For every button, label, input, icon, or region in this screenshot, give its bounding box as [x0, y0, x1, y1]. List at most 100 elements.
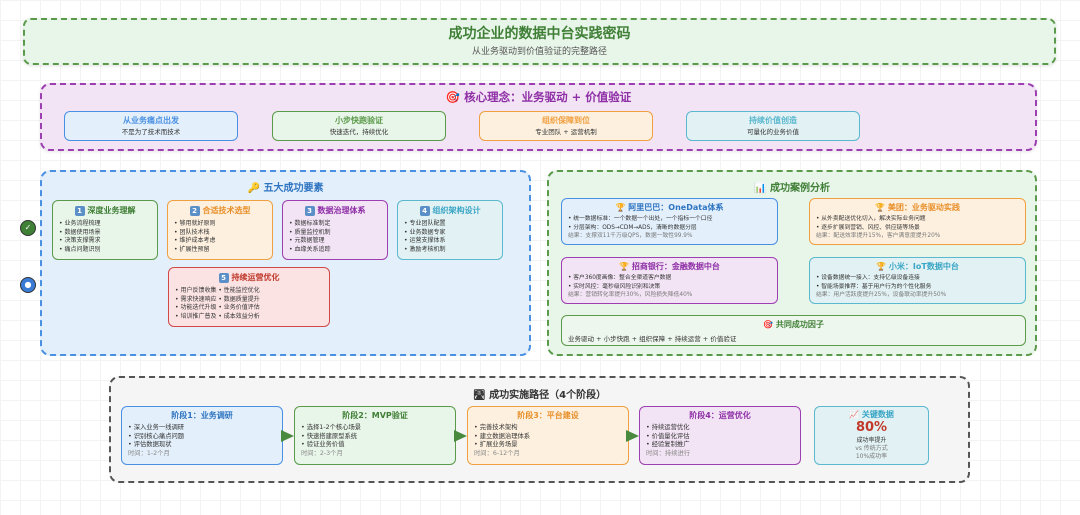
- factor-point: • 元数据管理: [289, 237, 325, 244]
- factor-point: • 需求快速响应 • 数据质量提升: [175, 295, 260, 303]
- arrow-right-icon: [454, 430, 467, 442]
- case-point: • 分层架构：ODS→CDM→ADS，清晰的数据分层: [568, 224, 697, 231]
- number-badge: 5: [218, 273, 229, 283]
- stage-point: • 扩展业务场景: [474, 441, 518, 448]
- case-analysis-title: 📊 成功案例分析: [754, 183, 830, 194]
- target-icon: 🎯: [763, 320, 774, 329]
- number-badge: 3: [304, 206, 315, 216]
- stage-point: • 经验复制推广: [646, 441, 690, 448]
- stage-point: • 识别核心痛点问题: [128, 432, 185, 440]
- trophy-icon: 🏆: [876, 262, 887, 271]
- factor-point: • 够用就好原则: [174, 220, 216, 227]
- stage-title: 阶段1：业务调研: [171, 411, 233, 420]
- key-data-compare: vs 传统方式: [855, 445, 888, 452]
- stage-card: 阶段2：MVP验证 • 选择1-2个核心场景 • 快速搭建原型系统 • 验证业务…: [294, 406, 456, 465]
- core-card: 持续价值创造 可量化的业务价值: [686, 111, 860, 141]
- key-data-label: 成功率提升: [856, 437, 887, 444]
- check-icon: ✓: [20, 220, 36, 236]
- stage-point: • 选择1-2个核心场景: [301, 424, 362, 431]
- arrow-right-icon: [626, 430, 639, 442]
- core-card-title: 从业务痛点出发: [123, 116, 179, 125]
- case-title: 🏆 小米：IoT数据中台: [876, 262, 959, 271]
- trophy-icon: 🏆: [619, 262, 630, 271]
- factor-point: • 扩展性预留: [174, 245, 210, 253]
- case-card: 🏆 招商银行：金融数据中台 • 客户360度画像：整合全渠道客户数据 • 实时风…: [561, 257, 778, 304]
- trophy-icon: 🏆: [615, 203, 626, 212]
- case-point: • 智能场景推荐：基于用户行为的个性化服务: [816, 283, 932, 290]
- case-result: 结果：用户活跃度提升25%，设备联动率提升50%: [816, 292, 947, 298]
- case-card: 🏆 阿里巴巴：OneData体系 • 统一数据标准：一个数据一个出处，一个指标一…: [561, 198, 778, 245]
- case-title: 🏆 美团：业务驱动实践: [875, 203, 960, 212]
- stage-title: 阶段4：运营优化: [689, 411, 751, 420]
- success-factors-title: 🔑 五大成功要素: [247, 183, 324, 194]
- core-card-title: 小步快跑验证: [335, 116, 383, 125]
- key-data-value: 80%: [855, 420, 888, 435]
- factor-point: • 团队技术栈: [174, 228, 210, 236]
- stage-time: 时间：6-12个月: [474, 449, 520, 457]
- stage-card: 阶段4：运营优化 • 持续运营优化 • 价值量化评估 • 经验复制推广 时间：持…: [639, 406, 801, 465]
- core-card: 小步快跑验证 快速迭代，持续优化: [272, 111, 446, 141]
- stage-point: • 评估数据现状: [128, 441, 172, 448]
- target-icon: 🎯: [445, 90, 461, 104]
- page-subtitle: 从业务驱动到价值验证的完整路径: [471, 47, 607, 57]
- stage-time: 时间：1-2个月: [128, 449, 170, 457]
- factor-point: • 功能迭代升级 • 业务价值评估: [175, 304, 260, 311]
- core-card-desc: 不是为了技术而技术: [121, 128, 181, 136]
- case-point: • 逐步扩展到营销、风控、供应链等场景: [816, 224, 920, 231]
- stage-point: • 验证业务价值: [301, 441, 345, 448]
- factor-point: • 激励考核机制: [404, 245, 446, 253]
- stage-title: 阶段2：MVP验证: [342, 411, 408, 420]
- core-card-desc: 快速迭代，持续优化: [329, 128, 389, 136]
- bar-chart-icon: 📊: [754, 183, 767, 194]
- target-icon: ●: [20, 277, 36, 293]
- factor-point: • 数据标准制定: [289, 220, 331, 227]
- case-point: • 设备数据统一接入：支持亿级设备连接: [816, 275, 920, 281]
- core-card-title: 组织保障到位: [542, 116, 590, 125]
- core-concept-section: 🎯 核心理念：业务驱动 + 价值验证 从业务痛点出发 不是为了技术而技术 小步快…: [40, 83, 1037, 151]
- case-card: 🏆 美团：业务驱动实践 • 从外卖配送优化切入，解决实际业务问题 • 逐步扩展到…: [809, 198, 1026, 245]
- factor-point: • 决策支撑需求: [59, 237, 101, 244]
- stage-time: 时间：持续进行: [646, 449, 691, 457]
- core-card: 组织保障到位 专业团队 + 运营机制: [479, 111, 653, 141]
- factor-point: • 维护成本考虑: [174, 237, 216, 244]
- stage-point: • 完善技术架构: [474, 424, 518, 431]
- stage-card: 阶段3：平台建设 • 完善技术架构 • 建立数据治理体系 • 扩展业务场景 时间…: [467, 406, 629, 465]
- factor-point: • 用户反馈收集 • 性能监控优化: [175, 287, 260, 294]
- stage-card: 阶段1：业务调研 • 深入业务一线调研 • 识别核心痛点问题 • 评估数据现状 …: [121, 406, 283, 465]
- factor-point: • 痛点问题识别: [59, 245, 101, 253]
- core-card-title: 持续价值创造: [749, 116, 797, 125]
- header-banner: 成功企业的数据中台实践密码 从业务驱动到价值验证的完整路径: [23, 18, 1056, 65]
- trophy-icon: 🏆: [875, 203, 886, 212]
- case-point: • 实时风控：毫秒级风险识别和决策: [568, 283, 661, 290]
- factor-point: • 业务流程梳理: [59, 220, 101, 227]
- stage-title: 阶段3：平台建设: [517, 411, 579, 420]
- factor-point: • 业务数据专家: [404, 228, 446, 236]
- number-badge: 2: [189, 206, 200, 216]
- stage-time: 时间：2-3个月: [301, 449, 343, 457]
- common-factors-desc: 业务驱动 + 小步快跑 + 组织保障 + 持续运营 + 价值验证: [568, 335, 737, 343]
- factor-point: • 数据使用场景: [59, 228, 101, 236]
- case-card: 🏆 小米：IoT数据中台 • 设备数据统一接入：支持亿级设备连接 • 智能场景推…: [809, 257, 1026, 304]
- case-point: • 客户360度画像：整合全渠道客户数据: [568, 275, 672, 281]
- common-factors-title: 🎯 共同成功因子: [763, 320, 824, 329]
- page-title: 成功企业的数据中台实践密码: [448, 26, 631, 42]
- key-icon: 🔑: [247, 183, 260, 194]
- case-analysis-section: 📊 成功案例分析 🏆 阿里巴巴：OneData体系 • 统一数据标准：一个数据一…: [547, 170, 1037, 356]
- stage-point: • 价值量化评估: [646, 432, 690, 440]
- key-data-compare: 10%成功率: [855, 453, 888, 460]
- road-icon: 🛣: [472, 390, 486, 401]
- factor-point: • 质量监控机制: [289, 228, 331, 236]
- trend-chart-icon: 📈: [849, 410, 860, 419]
- case-result: 结果：营销转化率提升30%，风险损失降低40%: [568, 292, 693, 298]
